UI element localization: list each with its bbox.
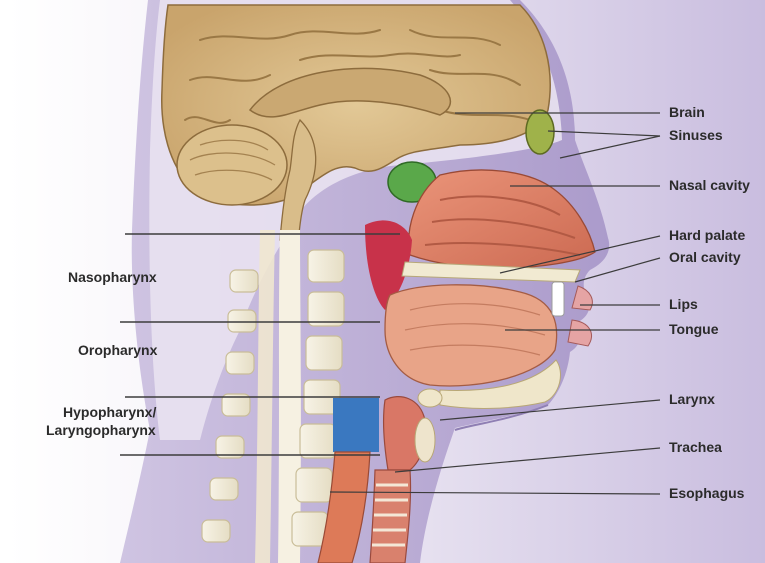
label-oropharynx: Oropharynx [78,342,157,359]
thyroid-cartilage [415,418,435,462]
label-laryngopharynx: Laryngopharynx [46,422,156,439]
label-sinuses: Sinuses [669,127,723,144]
label-esophagus: Esophagus [669,485,744,502]
frontal-sinus [526,110,554,154]
label-hypopharynx: Hypopharynx/ [63,404,156,421]
label-hard-palate: Hard palate [669,227,745,244]
label-larynx: Larynx [669,391,715,408]
label-tongue: Tongue [669,321,719,338]
label-nasal-cavity: Nasal cavity [669,177,750,194]
label-trachea: Trachea [669,439,722,456]
cerebellum [177,125,287,205]
label-oral-cavity: Oral cavity [669,249,741,266]
hypopharynx-region [333,398,379,452]
label-lips: Lips [669,296,698,313]
hyoid-bone [418,389,442,407]
teeth [552,282,564,316]
label-brain: Brain [669,104,705,121]
label-nasopharynx: Nasopharynx [68,269,157,286]
